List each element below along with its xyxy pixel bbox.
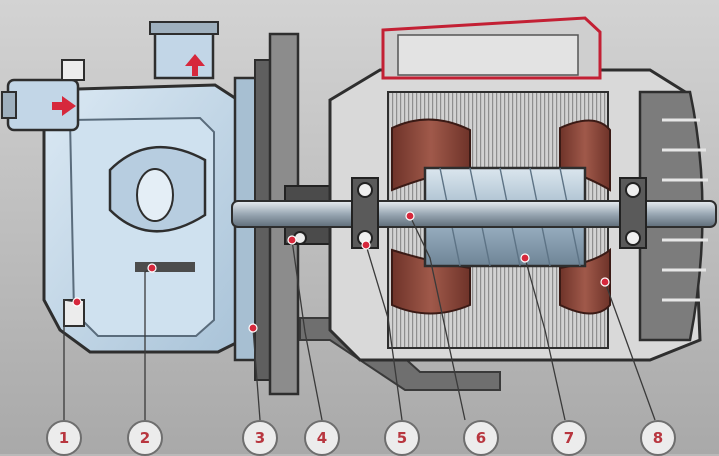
leader-dots: [72, 211, 610, 333]
front-bearing: [351, 177, 379, 249]
callout-4: 4: [304, 420, 340, 456]
inlet-flow-arrow: [52, 96, 76, 116]
outlet-flow-arrow: [185, 54, 205, 76]
leader-lines: [63, 215, 656, 421]
capacitor: [397, 34, 579, 76]
callout-1: 1: [46, 420, 82, 456]
ejector-nozzle: [136, 168, 174, 222]
callout-5: 5: [384, 420, 420, 456]
callout-6: 6: [463, 420, 499, 456]
discharge-outlet: [153, 28, 215, 80]
fan-grille: [662, 118, 708, 302]
callout-7: 7: [551, 420, 587, 456]
rear-bearing: [619, 177, 647, 249]
outlet-flange: [149, 21, 219, 35]
callout-2: 2: [127, 420, 163, 456]
inlet-flange: [1, 91, 17, 119]
priming-plug: [61, 59, 85, 81]
diffuser-rib: [135, 262, 195, 272]
callout-8: 8: [640, 420, 676, 456]
callout-3: 3: [242, 420, 278, 456]
